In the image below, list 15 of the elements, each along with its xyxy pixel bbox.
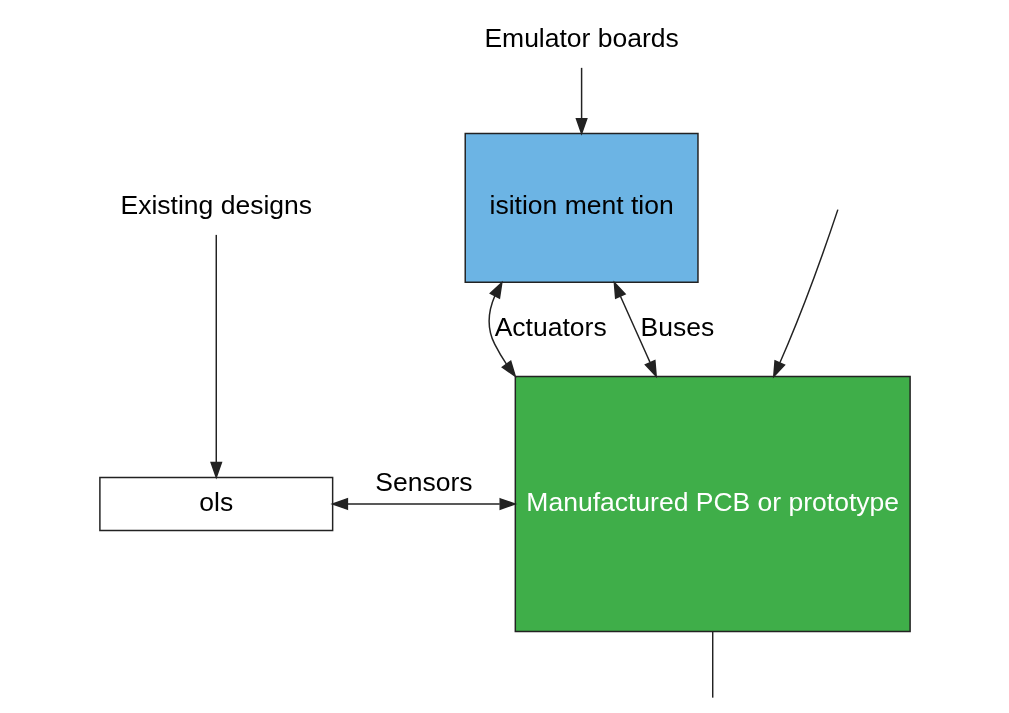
- arrow: [574, 67, 588, 136]
- arrow: [772, 208, 839, 379]
- arrow: [487, 280, 517, 378]
- node-text: Emulator boards: [483, 23, 679, 54]
- node-box: Manufactured PCB or prototype: [514, 375, 911, 633]
- arrow: [612, 280, 657, 379]
- connector: [711, 630, 713, 699]
- edge-label: Actuators: [494, 311, 607, 342]
- node-box: isition ment tion: [464, 132, 699, 284]
- edge-label: Sensors: [374, 467, 473, 498]
- edge-label: Buses: [640, 311, 714, 342]
- arrow: [209, 234, 222, 480]
- node-text: Existing designs: [120, 190, 312, 221]
- arrow: [329, 497, 517, 511]
- node-box: ols: [98, 476, 333, 532]
